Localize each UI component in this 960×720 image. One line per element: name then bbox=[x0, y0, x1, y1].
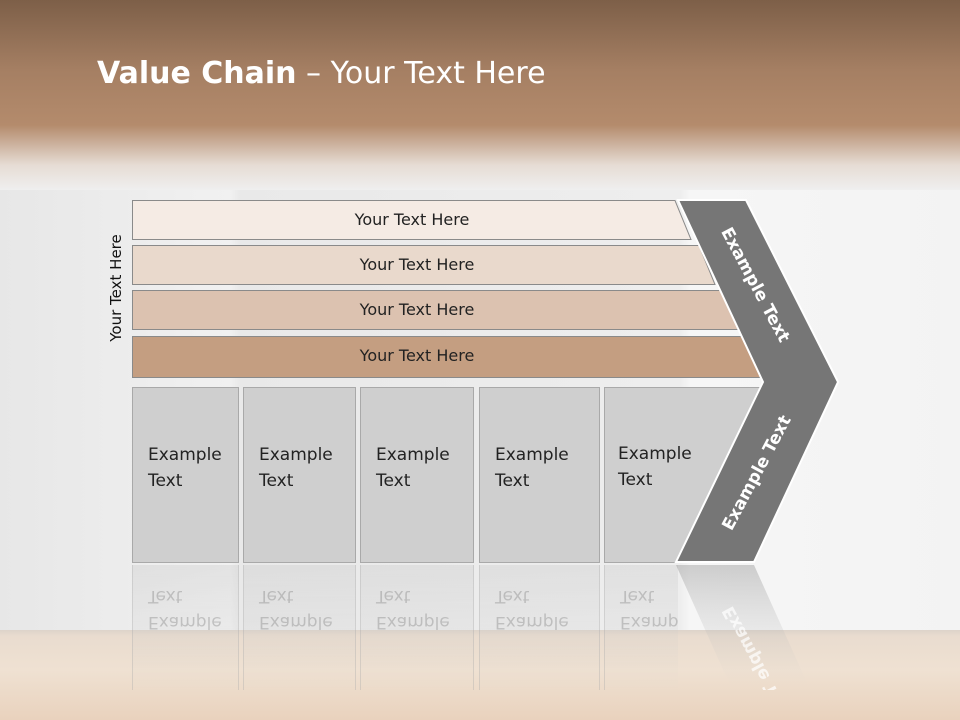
column-1-reflection: Example Text bbox=[132, 565, 239, 690]
column-2-line2: Text bbox=[259, 471, 294, 491]
chevron-reflection: Example T bbox=[676, 565, 808, 690]
margin-chevron-shape bbox=[674, 199, 840, 563]
column-4-reflection-text: Example Text bbox=[495, 586, 569, 632]
column-5-line2: Text bbox=[618, 470, 653, 490]
column-2-line1: Example bbox=[259, 445, 333, 465]
band-1-label: Your Text Here bbox=[354, 210, 470, 229]
column-5-line1: Example bbox=[618, 444, 692, 464]
column-5-reflection: Example Text bbox=[604, 565, 678, 690]
column-4-line2: Text bbox=[495, 471, 530, 491]
column-1-line2: Text bbox=[148, 471, 183, 491]
column-3-reflection: Example Text bbox=[360, 565, 474, 690]
vertical-axis-label: Your Text Here bbox=[107, 234, 125, 342]
band-2-shape bbox=[132, 245, 716, 285]
title-bold: Value Chain bbox=[97, 56, 297, 91]
band-1-shape bbox=[132, 200, 692, 240]
margin-chevron bbox=[674, 199, 840, 563]
title-rest: – Your Text Here bbox=[296, 56, 546, 91]
page-title: Value Chain – Your Text Here bbox=[97, 56, 546, 91]
column-1-reflection-text: Example Text bbox=[148, 586, 222, 632]
band-3-label: Your Text Here bbox=[359, 300, 475, 319]
column-3-reflection-text: Example Text bbox=[376, 586, 450, 632]
band-1[interactable]: Your Text Here bbox=[132, 200, 692, 240]
band-3[interactable]: Your Text Here bbox=[132, 290, 740, 330]
column-2-reflection: Example Text bbox=[243, 565, 356, 690]
band-2[interactable]: Your Text Here bbox=[132, 245, 716, 285]
column-3-line1: Example bbox=[376, 445, 450, 465]
column-4-reflection: Example Text bbox=[479, 565, 600, 690]
column-4-line1: Example bbox=[495, 445, 569, 465]
column-1-line1: Example bbox=[148, 445, 222, 465]
column-2-reflection-text: Example Text bbox=[259, 586, 333, 632]
band-2-label: Your Text Here bbox=[359, 255, 475, 274]
band-4-label: Your Text Here bbox=[359, 346, 475, 365]
background-header bbox=[0, 0, 960, 190]
column-3-line2: Text bbox=[376, 471, 411, 491]
